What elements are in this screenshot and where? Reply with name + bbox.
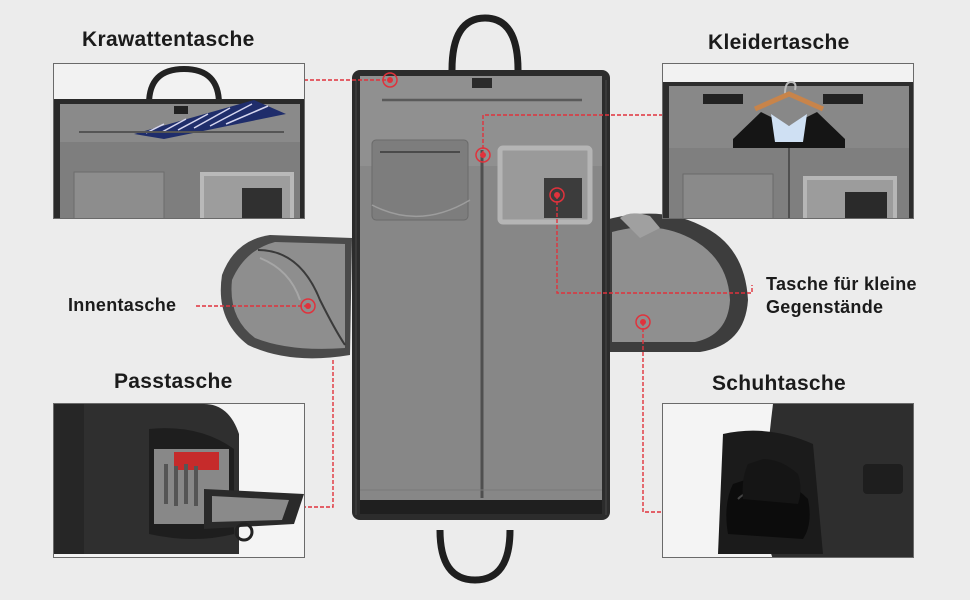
label-passport-pocket: Passtasche — [114, 370, 233, 393]
label-inner-pocket: Innentasche — [68, 295, 177, 315]
photo-garment-pocket — [662, 63, 914, 219]
leader-lines — [196, 79, 753, 513]
right-side-pocket — [605, 213, 748, 352]
left-side-pocket — [220, 235, 352, 359]
target-marker-inner — [300, 298, 316, 314]
target-marker-small-items — [549, 187, 565, 203]
label-small-items-line2: Gegenstände — [766, 297, 884, 317]
target-marker-garment — [475, 147, 491, 163]
callout-markers — [300, 72, 651, 330]
label-tie-pocket: Krawattentasche — [82, 28, 255, 51]
label-garment-pocket: Kleidertasche — [708, 31, 850, 54]
label-shoe-pocket: Schuhtasche — [712, 372, 847, 395]
photo-passport-pocket — [53, 403, 305, 558]
label-small-items-line1: Tasche für kleine — [766, 274, 917, 294]
target-marker-tie — [382, 72, 398, 88]
label-small-items-pocket: Tasche für kleine Gegenstände — [766, 273, 917, 319]
target-marker-shoe — [635, 314, 651, 330]
photo-shoe-pocket — [662, 403, 914, 558]
photo-tie-pocket — [53, 63, 305, 219]
